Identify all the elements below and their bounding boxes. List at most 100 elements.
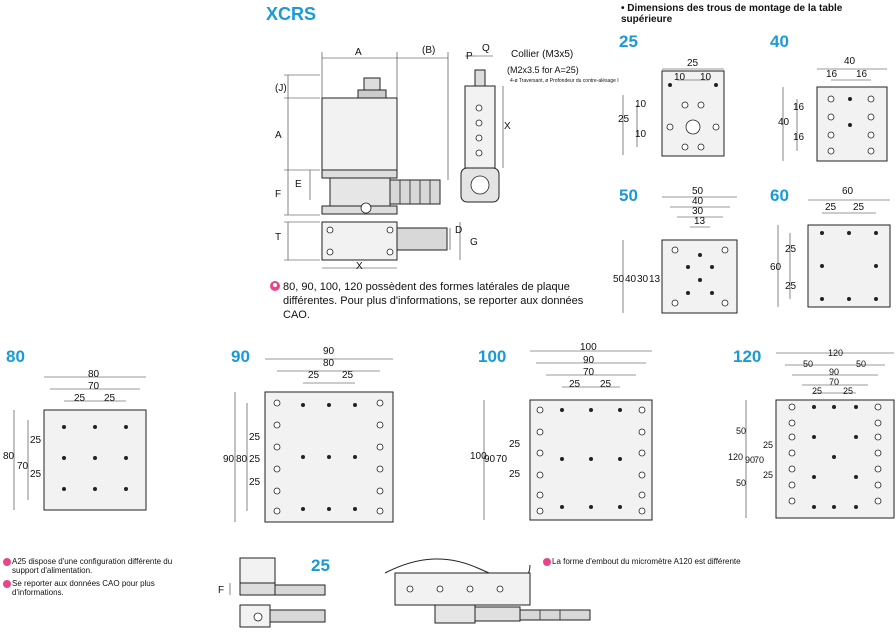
plate-50-dim-b: 30 bbox=[692, 206, 704, 217]
plate-90-dim-a: 80 bbox=[323, 358, 335, 369]
plate-25 bbox=[622, 68, 725, 157]
plate-120-dim-d: 70 bbox=[829, 377, 840, 387]
dim-g: G bbox=[470, 237, 478, 248]
plate-100-dim-a: 90 bbox=[583, 355, 595, 366]
side-plate-note: 80, 90, 100, 120 possèdent des formes la… bbox=[283, 281, 584, 321]
plate-120 bbox=[745, 352, 895, 519]
stage-side-view bbox=[460, 55, 504, 203]
plate-100-dim-side-d: 25 bbox=[509, 469, 521, 480]
plate-40-title: 40 bbox=[770, 32, 789, 51]
collar-label: Collier (M3x5) bbox=[511, 49, 574, 60]
plate-80-dim-b: 25 bbox=[74, 393, 86, 404]
plate-100-dim-side-b: 70 bbox=[496, 454, 508, 465]
plate-120-dim-side-a: 50 bbox=[736, 426, 747, 436]
plate-40-dim-top: 40 bbox=[844, 56, 856, 67]
plate-60-dim-top: 60 bbox=[842, 186, 854, 197]
plate-80-dim-side-c: 25 bbox=[30, 469, 42, 480]
plate-100-dim-d: 25 bbox=[600, 379, 612, 390]
plate-120-dim-top: 120 bbox=[828, 348, 844, 358]
plate-50-dim-side-b: 30 bbox=[637, 274, 649, 285]
plate-120-dim-side-e: 25 bbox=[763, 470, 774, 480]
tip-icon-3 bbox=[3, 580, 11, 588]
plate-60-dim-side: 60 bbox=[770, 262, 782, 273]
plate-100-dim-top: 100 bbox=[580, 342, 597, 353]
plate-25-dim-b: 10 bbox=[700, 72, 712, 83]
section-title: • Dimensions des trous de montage de la … bbox=[621, 3, 843, 25]
plate-90-dim-top: 90 bbox=[323, 346, 335, 357]
plate-80-dim-a: 70 bbox=[88, 381, 100, 392]
plate-90-dim-side: 90 bbox=[223, 454, 235, 465]
plate-80-dim-side-b: 25 bbox=[30, 435, 42, 446]
plate-100-dim-b: 70 bbox=[583, 367, 595, 378]
dim-t: T bbox=[275, 232, 282, 243]
dim-x-bottom: X bbox=[356, 261, 363, 272]
dim-x-side: X bbox=[504, 121, 511, 132]
plate-100-dim-side-a: 90 bbox=[484, 454, 496, 465]
collar-note: (M2x3.5 for A=25) bbox=[507, 65, 579, 75]
dim-q: Q bbox=[482, 43, 490, 54]
plate-80 bbox=[13, 376, 147, 511]
plate-40-dim-b: 16 bbox=[856, 69, 868, 80]
plate-25-dim-a: 10 bbox=[674, 72, 686, 83]
plate-50-dim-c: 13 bbox=[694, 216, 706, 227]
plate-50-title: 50 bbox=[619, 186, 638, 205]
plate-80-dim-side: 80 bbox=[3, 451, 15, 462]
plate-40 bbox=[782, 68, 888, 162]
plate-120-dim-e: 25 bbox=[812, 386, 823, 396]
plate-50-dim-a: 40 bbox=[692, 196, 704, 207]
plate-40-dim-side-b: 16 bbox=[793, 132, 805, 143]
plate-90-dim-b: 25 bbox=[308, 370, 320, 381]
plate-100-dim-side-c: 25 bbox=[509, 439, 521, 450]
dim-a-top: A bbox=[355, 47, 362, 58]
plate-80-title: 80 bbox=[6, 347, 25, 366]
plate-60-dim-b: 25 bbox=[853, 202, 865, 213]
plate-50 bbox=[622, 196, 738, 314]
plate-120-dim-a: 50 bbox=[803, 359, 814, 369]
plate-90-title: 90 bbox=[231, 347, 250, 366]
plate-40-dim-side-a: 16 bbox=[793, 102, 805, 113]
plate-60-title: 60 bbox=[770, 186, 789, 205]
plate-80-dim-c: 25 bbox=[104, 393, 116, 404]
plate-120-dim-c: 90 bbox=[829, 367, 840, 377]
a25-f-label: F bbox=[218, 585, 225, 596]
plate-50-dim-top: 50 bbox=[692, 186, 704, 197]
tip-icon-2 bbox=[3, 558, 11, 566]
plate-90 bbox=[234, 358, 394, 523]
plate-80-dim-side-a: 70 bbox=[17, 461, 29, 472]
plate-40-dim-side: 40 bbox=[778, 117, 790, 128]
plate-90-dim-side-c: 25 bbox=[249, 454, 261, 465]
dim-p: P bbox=[466, 51, 473, 62]
depth-note: 4-ø Traversant, ø Profondeur du contre-a… bbox=[510, 78, 619, 84]
dim-f: F bbox=[275, 189, 282, 200]
a120-bottom-drawing bbox=[384, 558, 591, 624]
plate-100-dim-c: 25 bbox=[569, 379, 581, 390]
plate-90-dim-side-b: 25 bbox=[249, 432, 261, 443]
dim-a-left: A bbox=[275, 130, 282, 141]
plate-25-dim-side-a: 10 bbox=[635, 99, 647, 110]
plate-50-dim-side: 50 bbox=[613, 274, 625, 285]
plate-80-dim-top: 80 bbox=[88, 369, 100, 380]
stage-front-view bbox=[284, 52, 461, 269]
plate-120-dim-side: 120 bbox=[728, 452, 744, 462]
a120-note: La forme d'embout du micromètre A120 est… bbox=[552, 557, 741, 566]
dim-b: (B) bbox=[422, 45, 436, 56]
plate-120-dim-side-c: 70 bbox=[754, 455, 765, 465]
a25-bottom-drawing bbox=[229, 557, 326, 628]
plate-40-dim-a: 16 bbox=[826, 69, 838, 80]
series-title: XCRS bbox=[266, 4, 317, 24]
plate-50-dim-side-c: 13 bbox=[649, 274, 661, 285]
tip-icon-1 bbox=[270, 281, 280, 291]
cad-note: Se reporter aux données CAO pour plus d'… bbox=[12, 579, 155, 597]
plate-25-dim-side: 25 bbox=[618, 114, 630, 125]
plate-90-dim-c: 25 bbox=[342, 370, 354, 381]
plate-60-dim-side-a: 25 bbox=[785, 244, 797, 255]
dim-e: E bbox=[295, 179, 302, 190]
plate-90-dim-side-d: 25 bbox=[249, 477, 261, 488]
plate-60 bbox=[777, 199, 891, 308]
a25-note: A25 dispose d'une configuration différen… bbox=[12, 557, 173, 575]
plate-25-dim-side-b: 10 bbox=[635, 129, 647, 140]
a25-bottom-title: 25 bbox=[311, 556, 330, 575]
dim-j: (J) bbox=[275, 83, 287, 94]
plate-90-dim-side-a: 80 bbox=[236, 454, 248, 465]
plate-120-dim-b: 50 bbox=[856, 359, 867, 369]
